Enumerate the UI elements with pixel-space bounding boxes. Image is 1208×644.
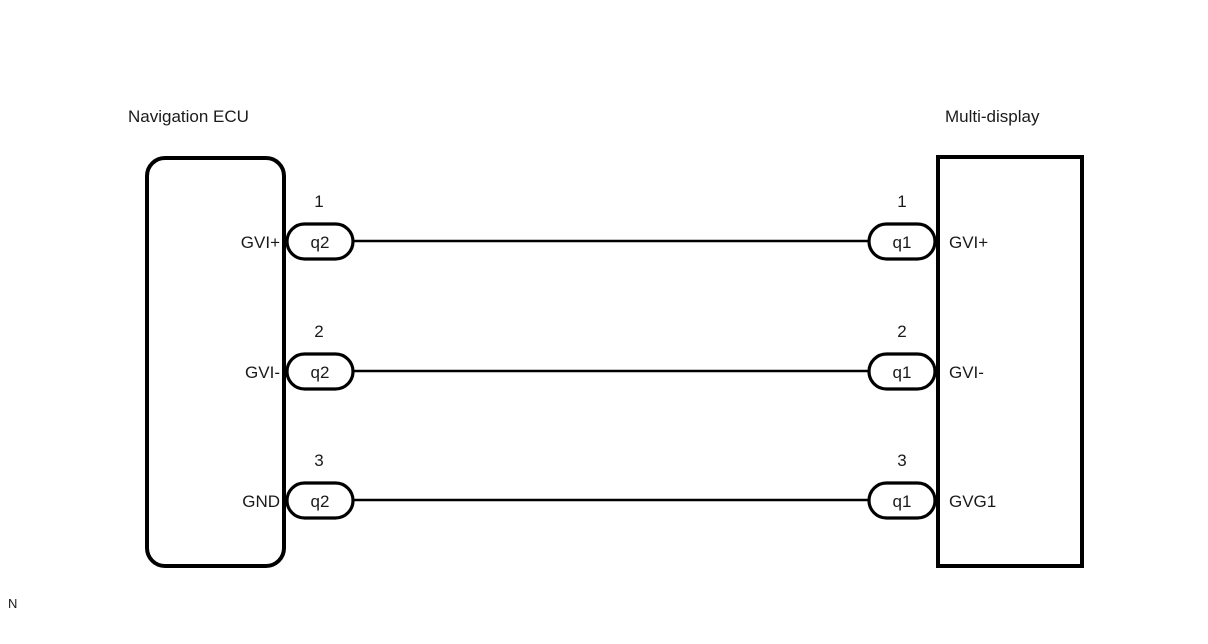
left-signal-label-1: GVI+ bbox=[241, 233, 280, 252]
left-pin-number-3: 3 bbox=[314, 451, 323, 470]
right-terminal-oval-3[interactable] bbox=[867, 481, 937, 520]
right-terminal-oval-2[interactable] bbox=[867, 352, 937, 391]
right-pin-number-1: 1 bbox=[897, 192, 906, 211]
left-pin-number-2: 2 bbox=[314, 322, 323, 341]
right-block-title: Multi-display bbox=[945, 107, 1040, 126]
right-block-body bbox=[936, 155, 1084, 568]
right-pin-number-2: 2 bbox=[897, 322, 906, 341]
left-signal-label-2: GVI- bbox=[245, 363, 280, 382]
right-signal-label-1: GVI+ bbox=[949, 233, 988, 252]
right-terminal-label-2: q1 bbox=[893, 363, 912, 382]
right-signal-label-3: GVG1 bbox=[949, 492, 996, 511]
left-terminal-label-2: q2 bbox=[311, 363, 330, 382]
left-block-title: Navigation ECU bbox=[128, 107, 249, 126]
right-terminal-label-1: q1 bbox=[893, 233, 912, 252]
right-signal-label-2: GVI- bbox=[949, 363, 984, 382]
corner-mark: N bbox=[8, 596, 17, 611]
left-terminal-oval-2[interactable] bbox=[285, 352, 355, 391]
right-terminal-oval-1[interactable] bbox=[867, 222, 937, 261]
left-pin-number-1: 1 bbox=[314, 192, 323, 211]
left-terminal-oval-3[interactable] bbox=[285, 481, 355, 520]
left-signal-label-3: GND bbox=[242, 492, 280, 511]
right-terminal-label-3: q1 bbox=[893, 492, 912, 511]
right-pin-number-3: 3 bbox=[897, 451, 906, 470]
left-terminal-oval-1[interactable] bbox=[285, 222, 355, 261]
left-terminal-label-1: q2 bbox=[311, 233, 330, 252]
left-terminal-label-3: q2 bbox=[311, 492, 330, 511]
